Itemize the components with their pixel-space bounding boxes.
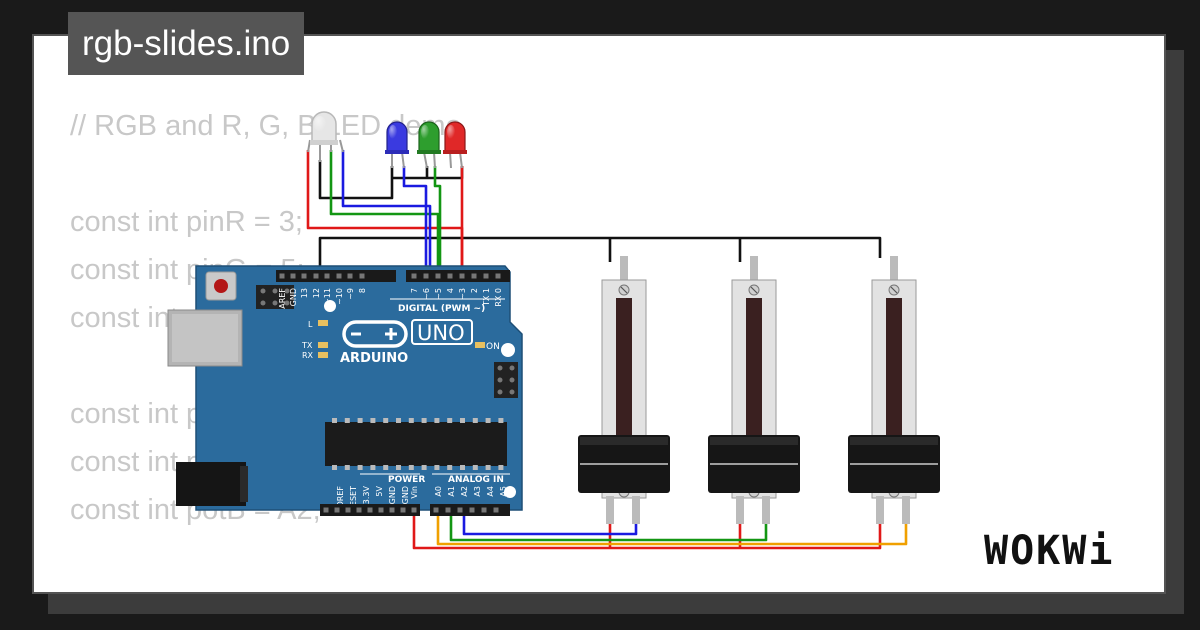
arduino-model: UNO	[417, 321, 465, 345]
top-pin-label: 8	[358, 288, 367, 293]
top-pin-label: ~11	[323, 288, 332, 305]
rx-label: RX	[302, 351, 314, 360]
header-digital-left	[276, 270, 396, 282]
tx-label: TX	[301, 341, 313, 350]
wire-rgb-blue	[341, 150, 432, 278]
bottom-pin-label: 3.3V	[362, 485, 371, 504]
top-pin-label: 12	[312, 288, 321, 298]
top-pin-label: 2	[470, 288, 479, 293]
power-label: POWER	[388, 475, 425, 485]
bottom-pin-label: A4	[486, 486, 495, 497]
wire-blue-led	[402, 166, 428, 278]
slider-knob[interactable]	[708, 435, 800, 493]
slide-potentiometer[interactable]	[708, 256, 800, 524]
red-led[interactable]	[443, 121, 467, 169]
wire-green-led	[433, 166, 442, 278]
slide-potentiometer[interactable]	[848, 256, 940, 524]
top-pin-label: ~3	[458, 288, 467, 300]
l-led-label: L	[308, 320, 313, 329]
bottom-pin-label: GND	[401, 486, 410, 504]
slider-knob[interactable]	[848, 435, 940, 493]
atmega-chip	[325, 418, 507, 470]
rgb-led[interactable]	[307, 111, 344, 162]
bottom-pin-label: A1	[447, 486, 456, 497]
on-label: ON	[486, 342, 500, 352]
wire-a0-orange	[436, 512, 908, 546]
tx-led	[318, 342, 328, 348]
bottom-pin-label: RESET	[349, 486, 358, 512]
arduino-logo	[342, 320, 408, 348]
top-pin-label: 4	[446, 288, 455, 293]
analog-label: ANALOG IN	[448, 475, 504, 485]
icsp-header-right	[494, 362, 518, 398]
blue-led[interactable]	[385, 121, 409, 169]
digital-label: DIGITAL (PWM ~)	[398, 304, 485, 314]
bottom-pin-label: GND	[388, 486, 397, 504]
l-led	[318, 320, 328, 326]
bottom-pin-label: A0	[434, 486, 443, 497]
top-pin-label: ~6	[422, 288, 431, 300]
mounting-hole	[501, 343, 515, 357]
bottom-pin-label: 5V	[375, 485, 384, 496]
reset-button-cap[interactable]	[214, 279, 228, 293]
green-led[interactable]	[417, 121, 441, 169]
top-pin-label: TX 1	[482, 288, 491, 307]
top-pin-label: AREF	[278, 288, 287, 309]
on-led	[475, 342, 485, 348]
wokwi-logo: WOKWi	[976, 522, 1123, 580]
wire-gnd-bus	[318, 236, 882, 278]
rx-led	[318, 352, 328, 358]
top-pin-label: GND	[289, 288, 298, 306]
power-jack	[176, 462, 246, 506]
top-pin-label: ~9	[346, 288, 355, 300]
top-pin-label: ~10	[335, 288, 344, 305]
slide-potentiometer[interactable]	[578, 256, 670, 524]
bottom-pin-label: A3	[473, 486, 482, 497]
mounting-hole	[504, 486, 516, 498]
bottom-pin-label: A5	[499, 486, 508, 497]
mounting-hole	[324, 300, 336, 312]
top-pin-label: ~5	[434, 288, 443, 300]
header-digital-right	[406, 270, 510, 282]
bottom-pin-label: Vin	[410, 486, 419, 499]
arduino-brand: ARDUINO	[340, 351, 408, 366]
icsp-header	[256, 285, 294, 309]
bottom-header-pins	[323, 507, 499, 513]
wire-rgb-green	[329, 150, 440, 278]
top-pin-label: 7	[410, 288, 419, 293]
bottom-pin-label: A2	[460, 486, 469, 497]
top-pin-label: 13	[300, 288, 309, 298]
bottom-pin-label: IOREF	[336, 486, 345, 510]
wire-vin-red	[412, 512, 882, 550]
slider-knob[interactable]	[578, 435, 670, 493]
top-header-pins	[279, 273, 501, 279]
top-pin-label: RX 0	[494, 288, 503, 307]
wire-a1-green	[449, 512, 768, 542]
wire-a2-blue	[462, 512, 638, 536]
wires	[306, 150, 908, 550]
page-title: rgb-slides.ino	[68, 12, 305, 75]
